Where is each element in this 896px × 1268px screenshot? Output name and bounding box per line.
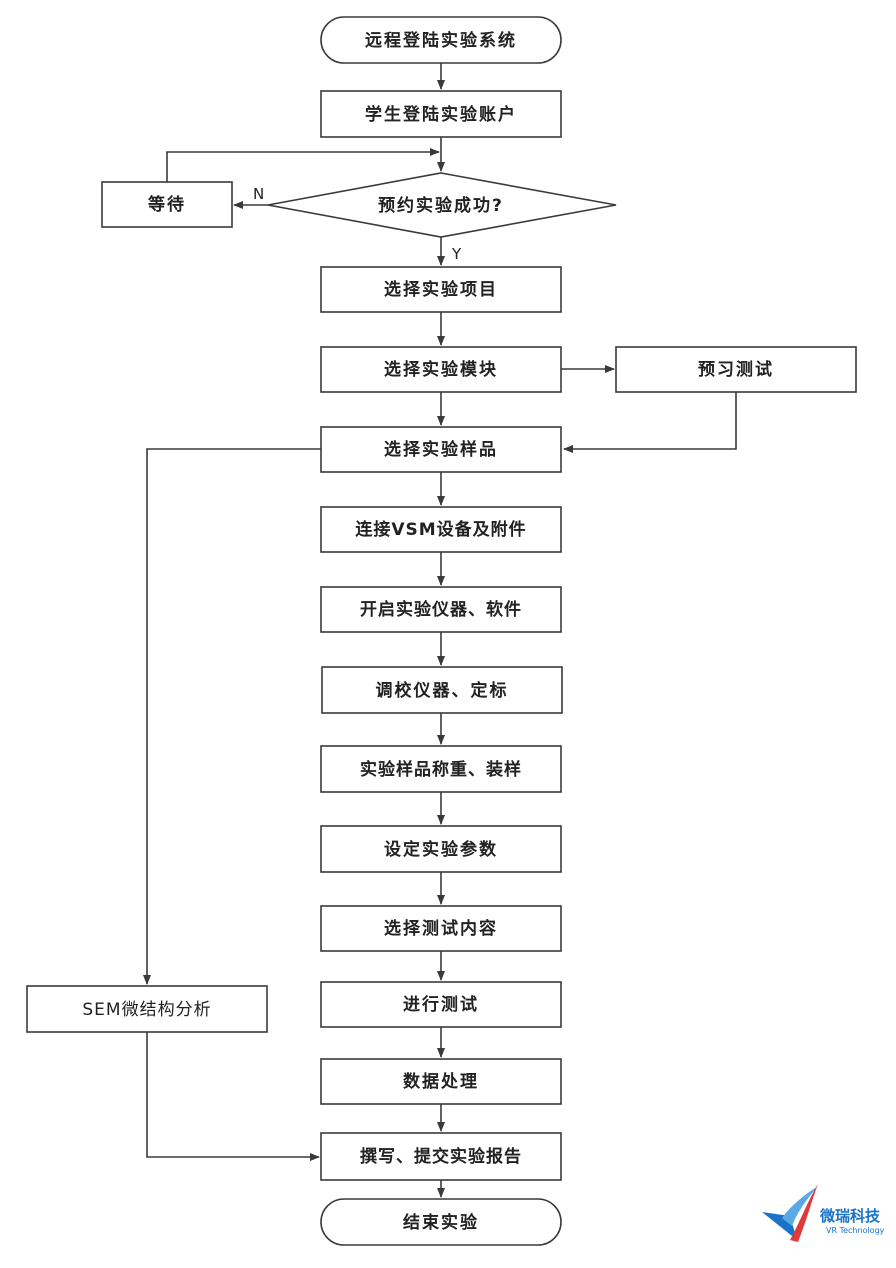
node-set-params-label: 设定实验参数: [384, 839, 498, 860]
process-shape: [320, 90, 562, 138]
node-calibrate: 调校仪器、定标: [321, 666, 563, 714]
node-wait: 等待: [101, 181, 233, 228]
edge-pretest-to-sample: [563, 392, 737, 453]
node-start: 远程登陆实验系统: [320, 16, 562, 64]
node-select-module: 选择实验模块: [320, 346, 562, 393]
node-data-processing: 数据处理: [320, 1058, 562, 1105]
node-login-label: 学生登陆实验账户: [365, 104, 517, 125]
logo-subtitle: VR Technology: [826, 1226, 885, 1235]
process-shape: [320, 266, 562, 313]
process-shape: [320, 981, 562, 1028]
edge-label-no: N: [253, 185, 264, 203]
node-pretest: 预习测试: [615, 346, 857, 393]
process-shape: [320, 905, 562, 952]
edge-sample-to-sem: [143, 448, 321, 985]
node-calibrate-label: 调校仪器、定标: [376, 680, 509, 701]
node-select-content-label: 选择测试内容: [384, 918, 498, 939]
process-shape: [320, 506, 562, 553]
process-shape: [320, 346, 562, 393]
node-connect-label: 连接VSM设备及附件: [355, 519, 526, 540]
process-shape: [320, 1058, 562, 1105]
process-shape: [320, 825, 562, 873]
node-start-instrument: 开启实验仪器、软件: [320, 586, 562, 633]
edges: [143, 63, 737, 1198]
node-set-params: 设定实验参数: [320, 825, 562, 873]
decision-shape: [267, 172, 617, 238]
node-pretest-label: 预习测试: [698, 359, 774, 380]
node-select-content: 选择测试内容: [320, 905, 562, 952]
node-weigh-label: 实验样品称重、装样: [360, 759, 522, 780]
edge-label-yes: Y: [451, 245, 462, 263]
process-shape: [320, 426, 562, 473]
node-connect: 连接VSM设备及附件: [320, 506, 562, 553]
node-select-project: 选择实验项目: [320, 266, 562, 313]
node-run-test-label: 进行测试: [403, 994, 479, 1015]
node-weigh: 实验样品称重、装样: [320, 745, 562, 793]
node-login: 学生登陆实验账户: [320, 90, 562, 138]
process-shape: [26, 985, 268, 1033]
node-select-module-label: 选择实验模块: [384, 359, 498, 380]
process-shape: [320, 586, 562, 633]
node-select-project-label: 选择实验项目: [384, 279, 498, 300]
node-wait-label: 等待: [148, 194, 186, 215]
terminal-shape: [320, 16, 562, 64]
node-run-test: 进行测试: [320, 981, 562, 1028]
edge-wait-loop-back: [166, 148, 440, 182]
logo-wing-icon: [782, 1186, 818, 1226]
node-sem: SEM微结构分析: [26, 985, 268, 1033]
node-start-label: 远程登陆实验系统: [365, 30, 517, 51]
logo-swoosh-icon: [790, 1184, 818, 1242]
process-shape: [615, 346, 857, 393]
company-logo: 微瑞科技 VR Technology: [762, 1184, 885, 1242]
node-report-label: 撰写、提交实验报告: [360, 1146, 522, 1167]
node-decision-label: 预约实验成功?: [378, 195, 504, 216]
node-report: 撰写、提交实验报告: [320, 1132, 562, 1181]
node-decision: 预约实验成功?: [267, 172, 617, 238]
node-end: 结束实验: [320, 1198, 562, 1246]
node-start-instrument-label: 开启实验仪器、软件: [360, 599, 522, 620]
node-select-sample-label: 选择实验样品: [384, 439, 498, 460]
node-select-sample: 选择实验样品: [320, 426, 562, 473]
node-sem-label: SEM微结构分析: [82, 1000, 211, 1020]
node-end-label: 结束实验: [403, 1212, 479, 1233]
process-shape: [320, 1132, 562, 1181]
process-shape: [321, 666, 563, 714]
node-data-processing-label: 数据处理: [403, 1071, 479, 1092]
logo-name: 微瑞科技: [819, 1207, 881, 1225]
terminal-shape: [320, 1198, 562, 1246]
process-shape: [320, 745, 562, 793]
edge-sem-to-report: [146, 1032, 320, 1161]
process-shape: [101, 181, 233, 228]
